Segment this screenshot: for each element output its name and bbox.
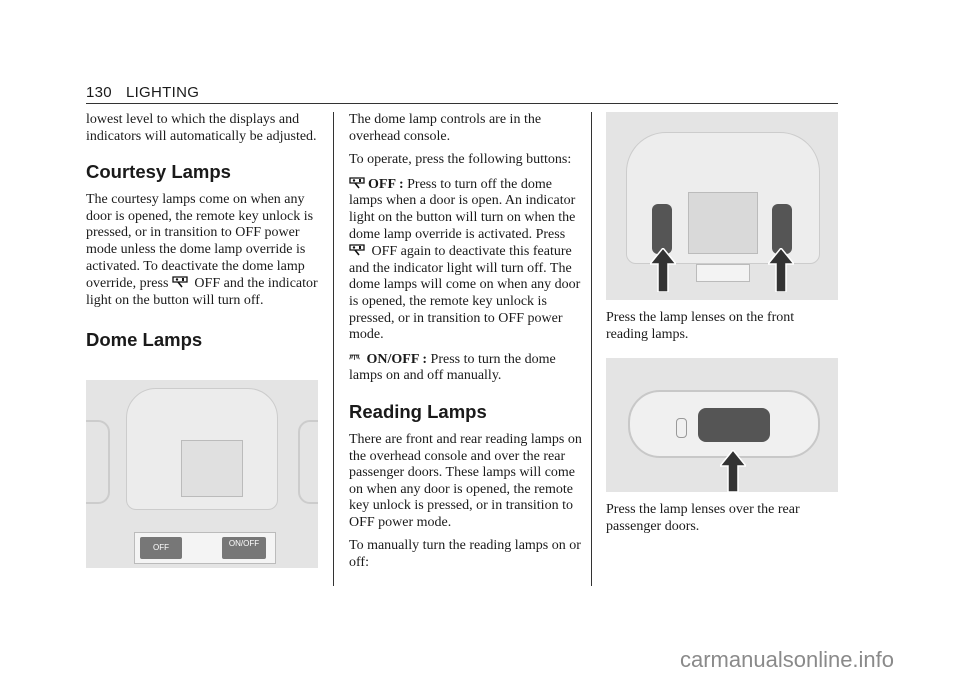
reading-text: There are front and rear reading lamps o… bbox=[349, 431, 582, 530]
column-2: The dome lamp controls are in the overhe… bbox=[349, 112, 585, 579]
front-caption: Press the lamp lenses on the front readi… bbox=[606, 310, 795, 342]
reading-text-2: To manually turn the reading lamps on or… bbox=[349, 538, 581, 571]
watermark: carmanualsonline.info bbox=[680, 647, 895, 672]
reading-lamps-heading: Reading Lamps bbox=[349, 400, 487, 422]
column-divider bbox=[591, 112, 592, 586]
column-1: lowest level to which the displays and i… bbox=[86, 112, 322, 360]
arrow-up-icon bbox=[768, 248, 794, 292]
arrow-up-icon bbox=[650, 248, 676, 292]
page-header: 130 LIGHTING bbox=[86, 84, 213, 101]
onoff-description: ON/OFF : Press to turn the dome lamps on… bbox=[349, 351, 556, 384]
dome-off-button: OFF bbox=[140, 537, 182, 559]
dome-lamp-override-icon bbox=[349, 177, 365, 189]
dome-lamp-console-figure: OFF ON/OFF bbox=[86, 380, 318, 568]
dome-lamp-override-icon bbox=[172, 276, 188, 288]
column-divider bbox=[333, 112, 334, 586]
dome-lamps-heading: Dome Lamps bbox=[86, 329, 203, 351]
rear-reading-lamp-figure bbox=[606, 358, 838, 492]
controls-text: The dome lamp controls are in the overhe… bbox=[349, 112, 542, 144]
dome-lamp-icon bbox=[349, 354, 360, 360]
courtesy-text: The courtesy lamps come on when any door… bbox=[86, 192, 318, 308]
arrow-up-icon bbox=[720, 450, 746, 492]
dome-lamp-override-icon bbox=[349, 244, 365, 256]
section-title: LIGHTING bbox=[125, 84, 200, 101]
header-rule bbox=[86, 103, 838, 104]
courtesy-lamps-heading: Courtesy Lamps bbox=[86, 161, 231, 183]
intro-text: lowest level to which the displays and i… bbox=[86, 112, 317, 144]
front-reading-lamps-figure bbox=[606, 112, 838, 300]
page-number: 130 bbox=[86, 84, 112, 101]
operate-text: To operate, press the following buttons: bbox=[349, 152, 572, 168]
rear-caption: Press the lamp lenses over the rear pass… bbox=[606, 502, 800, 534]
off-description: OFF : Press to turn off the dome lamps w… bbox=[349, 176, 581, 343]
dome-onoff-button: ON/OFF bbox=[222, 537, 266, 559]
